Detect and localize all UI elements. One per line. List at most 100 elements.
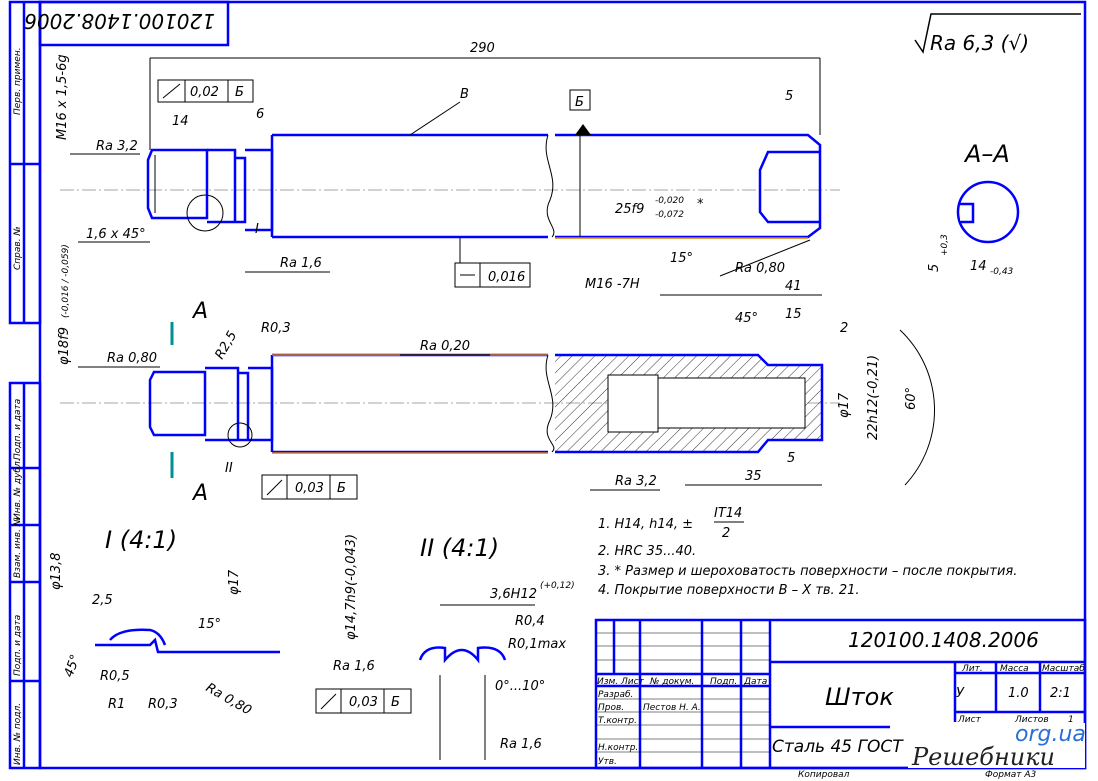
svg-text:Б: Б — [391, 695, 400, 710]
general-roughness: Ra 6,3 (√) — [930, 31, 1029, 55]
svg-text:3. * Размер и шероховатость по: 3. * Размер и шероховатость поверхности … — [598, 564, 1017, 579]
svg-text:А: А — [191, 481, 208, 506]
svg-text:0,016: 0,016 — [488, 270, 525, 285]
svg-text:Масштаб: Масштаб — [1042, 664, 1085, 674]
svg-text:Изм.: Изм. — [597, 677, 618, 687]
svg-text:Инв. № подл.: Инв. № подл. — [13, 703, 23, 765]
svg-text:2. HRC 35...40.: 2. HRC 35...40. — [598, 544, 696, 559]
svg-text:35: 35 — [745, 469, 762, 484]
svg-text:R0,1max: R0,1max — [508, 637, 566, 652]
svg-text:Разраб.: Разраб. — [598, 690, 633, 700]
svg-text:25f9: 25f9 — [615, 202, 644, 217]
svg-text:+0,3: +0,3 — [940, 234, 950, 256]
svg-text:Н.контр.: Н.контр. — [598, 743, 638, 753]
svg-text:3,6H12: 3,6H12 — [490, 587, 537, 602]
svg-text:Б: Б — [337, 481, 346, 496]
svg-text:1,6 x 45°: 1,6 x 45° — [86, 227, 146, 242]
svg-text:R1: R1 — [108, 697, 125, 712]
left-strip-labels: Перв. примен. Справ. № Подп. и дата Инв.… — [13, 47, 23, 765]
material: Сталь 45 ГОСТ — [772, 737, 904, 757]
shaft-main-view — [60, 57, 840, 239]
svg-text:0°...10°: 0°...10° — [495, 679, 545, 694]
svg-text:2: 2 — [722, 526, 730, 541]
svg-text:I: I — [255, 222, 259, 237]
svg-text:Лист: Лист — [957, 715, 982, 725]
svg-text:Инв. № дубл.: Инв. № дубл. — [13, 458, 23, 520]
bottom-dimensions: А А φ18f9 (-0,016 / -0,059) Ra 0,80 R2,5… — [57, 244, 935, 506]
svg-text:15°: 15° — [670, 251, 693, 266]
svg-text:R0,3: R0,3 — [261, 321, 291, 336]
title-block: 120100.1408.2006 Шток Изм. Лист № докум.… — [594, 618, 1087, 780]
svg-text:I (4:1): I (4:1) — [105, 526, 177, 554]
svg-text:4. Покрытие поверхности В – Х: 4. Покрытие поверхности В – Х тв. 21. — [598, 583, 860, 598]
drawing-number-stamp: 120100.1408.2006 — [24, 9, 215, 33]
detail-I: I (4:1) φ13,8 φ17 2,5 15° 45° R0,5 R1 R0… — [49, 526, 280, 719]
svg-text:R0,3: R0,3 — [148, 697, 178, 712]
svg-text:Копировал: Копировал — [798, 770, 850, 780]
detail-II: II (4:1) φ14,7h9(-0,043) 3,6H12 (+0,12) … — [315, 534, 575, 760]
svg-text:II: II — [225, 461, 233, 476]
svg-text:Листов: Листов — [1014, 715, 1049, 725]
svg-text:14: 14 — [970, 259, 987, 274]
svg-text:5: 5 — [927, 264, 942, 272]
svg-text:Лит.: Лит. — [961, 664, 983, 674]
svg-text:6: 6 — [256, 107, 264, 122]
svg-text:(-0,016 / -0,059): (-0,016 / -0,059) — [61, 244, 71, 318]
svg-text:Ra 3,2: Ra 3,2 — [615, 474, 657, 489]
technical-notes: 1. H14, h14, ± IT14 2 2. HRC 35...40. 3.… — [598, 506, 1017, 598]
svg-text:Масса: Масса — [1000, 664, 1029, 674]
svg-text:5: 5 — [787, 451, 795, 466]
svg-text:0,03: 0,03 — [295, 481, 324, 496]
svg-text:IT14: IT14 — [714, 506, 742, 521]
svg-text:В: В — [460, 87, 469, 102]
svg-text:φ17: φ17 — [227, 569, 242, 595]
svg-text:org.ua: org.ua — [1015, 722, 1086, 747]
sheet-frame — [8, 0, 1087, 770]
svg-text:-0,43: -0,43 — [990, 267, 1014, 277]
svg-text:Ra 1,6: Ra 1,6 — [333, 659, 375, 674]
svg-text:А: А — [191, 299, 208, 324]
svg-text:-0,072: -0,072 — [655, 210, 684, 220]
top-dimensions: 290 M16 x 1,5-6g 0,02 Б 14 6 Ra 3,2 1,6 … — [55, 41, 811, 288]
svg-text:45°: 45° — [735, 311, 758, 326]
svg-text:(+0,12): (+0,12) — [540, 581, 575, 591]
svg-text:0,02: 0,02 — [190, 85, 219, 100]
svg-text:II (4:1): II (4:1) — [420, 534, 499, 562]
svg-text:Б: Б — [575, 95, 584, 110]
svg-text:Лист: Лист — [620, 677, 645, 687]
svg-text:*: * — [697, 197, 704, 212]
svg-text:15°: 15° — [198, 617, 221, 632]
svg-text:Утв.: Утв. — [598, 757, 617, 767]
svg-text:14: 14 — [172, 114, 189, 129]
svg-text:Пров.: Пров. — [598, 703, 624, 713]
svg-text:45°: 45° — [62, 653, 84, 680]
svg-text:Пестов Н. А.: Пестов Н. А. — [643, 703, 701, 713]
watermark: Решебники org.ua — [908, 722, 1086, 771]
svg-text:Ra 3,2: Ra 3,2 — [96, 139, 138, 154]
svg-text:Т.контр.: Т.контр. — [598, 716, 637, 726]
svg-text:φ14,7h9(-0,043): φ14,7h9(-0,043) — [344, 534, 359, 640]
svg-text:У: У — [956, 686, 965, 701]
svg-text:φ17: φ17 — [837, 392, 852, 418]
svg-text:R0,4: R0,4 — [515, 614, 545, 629]
svg-text:Подп. и дата: Подп. и дата — [13, 615, 23, 676]
svg-text:M16 x 1,5-6g: M16 x 1,5-6g — [55, 54, 70, 140]
svg-text:Б: Б — [235, 85, 244, 100]
drawing-number: 120100.1408.2006 — [848, 628, 1039, 652]
svg-text:Ra 1,6: Ra 1,6 — [500, 737, 542, 752]
part-name: Шток — [825, 683, 894, 711]
svg-text:290: 290 — [470, 41, 495, 56]
svg-text:Подп.: Подп. — [710, 677, 737, 687]
svg-text:22h12(-0,21): 22h12(-0,21) — [866, 355, 881, 440]
svg-text:1: 1 — [1068, 715, 1074, 725]
svg-text:φ18f9: φ18f9 — [57, 327, 72, 365]
section-a-a: А–А 14 -0,43 5 +0,3 — [927, 140, 1020, 277]
svg-text:Ra 0,20: Ra 0,20 — [420, 339, 470, 354]
svg-text:Ra 0,80: Ra 0,80 — [107, 351, 157, 366]
svg-text:60°: 60° — [904, 387, 919, 410]
svg-text:№ докум.: № докум. — [649, 677, 694, 687]
svg-text:Ra 0,80: Ra 0,80 — [735, 261, 785, 276]
svg-text:Перв. примен.: Перв. примен. — [13, 47, 23, 115]
